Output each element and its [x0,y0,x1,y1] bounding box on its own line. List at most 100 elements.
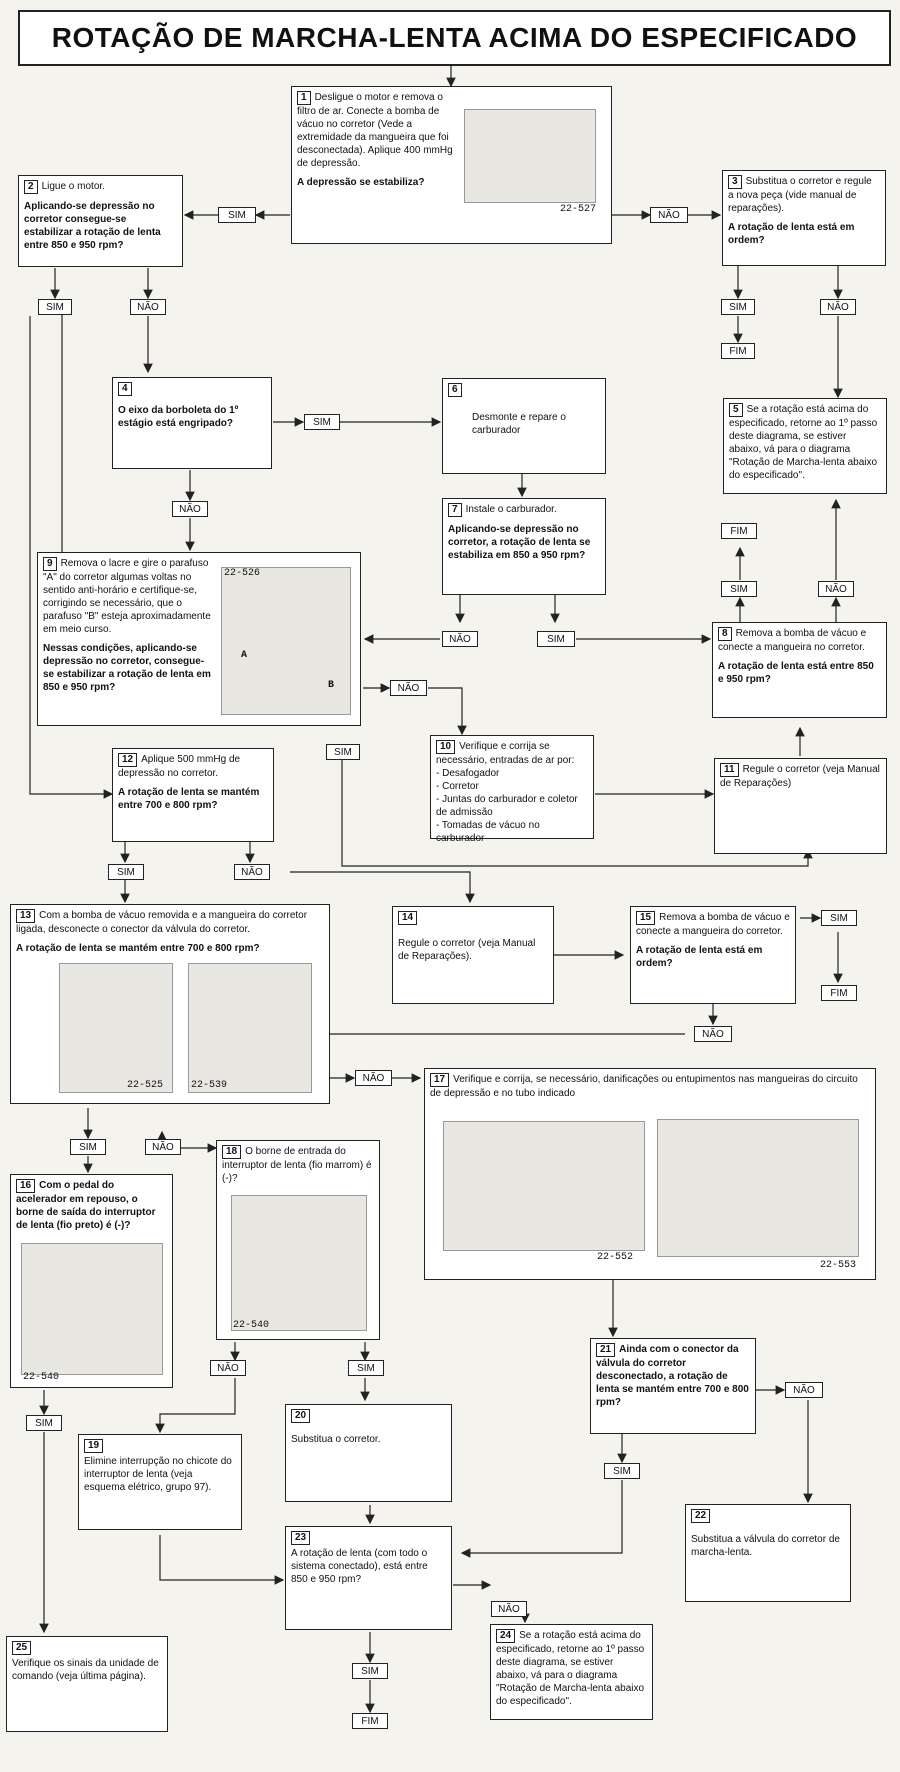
step-8-text: Remova a bomba de vácuo e conecte a mang… [718,628,867,653]
figure-code: 22-540 [23,1372,60,1383]
list-item: - Juntas do carburador e coletor de admi… [436,794,578,818]
step-14-text: Regule o corretor (veja Manual de Repara… [398,938,536,962]
step-number: 13 [16,909,36,923]
step-14-box: 14 Regule o corretor (veja Manual de Rep… [392,906,554,1004]
step-8-question: A rotação de lenta está entre 850 e 950 … [718,661,874,685]
figure-code: 22-525 [127,1080,164,1091]
step-5-text: Se a rotação está acima do especificado,… [729,404,878,481]
step-16-question: Com o pedal do acelerador em repouso, o … [16,1180,156,1231]
step-15-question: A rotação de lenta está em ordem? [636,945,763,969]
no-tag: NÃO [694,1026,732,1042]
step-number: 3 [728,175,742,189]
yes-tag: SIM [108,864,144,880]
step-20-box: 20 Substitua o corretor. [285,1404,452,1502]
no-tag: NÃO [145,1139,181,1155]
step-number: 1 [297,91,311,105]
list-item: - Corretor [436,781,479,792]
yes-tag: SIM [70,1139,106,1155]
yes-tag: SIM [38,299,72,315]
no-tag: NÃO [820,299,856,315]
valve-connector-illustration [188,963,312,1093]
page-title: ROTAÇÃO DE MARCHA-LENTA ACIMA DO ESPECIF… [18,10,891,66]
step-number: 20 [291,1409,311,1423]
no-tag: NÃO [390,680,427,696]
figure-code: 22-552 [597,1252,634,1263]
step-number: 17 [430,1073,450,1087]
yes-tag: SIM [304,414,340,430]
step-4-box: 4 O eixo da borboleta do 1º estágio está… [112,377,272,469]
step-number: 2 [24,180,38,194]
screw-a-label: A [241,650,248,661]
step-24-text: Se a rotação está acima do especificado,… [496,1630,645,1707]
interrupter-illustration [231,1195,367,1331]
hose-illustration [59,963,173,1093]
yes-tag: SIM [26,1415,62,1431]
yes-tag: SIM [326,744,360,760]
step-13-question: A rotação de lenta se mantém entre 700 e… [16,943,260,954]
no-tag: NÃO [442,631,478,647]
no-tag: NÃO [491,1601,527,1617]
step-18-text: O borne de entrada do interruptor de len… [222,1146,372,1184]
list-item: - Tomadas de vácuo no carburador [436,820,540,844]
step-6-box: 6 Desmonte e repare o carburador [442,378,606,474]
step-number: 22 [691,1509,711,1523]
step-number: 6 [448,383,462,397]
no-tag: NÃO [355,1070,392,1086]
step-number: 8 [718,627,732,641]
yes-tag: SIM [537,631,575,647]
no-tag: NÃO [818,581,854,597]
step-7-text: Instale o carburador. [465,504,557,515]
step-6-text: Desmonte e repare o carburador [472,412,566,436]
no-tag: NÃO [130,299,166,315]
no-tag: NÃO [172,501,208,517]
step-number: 7 [448,503,462,517]
step-number: 15 [636,911,656,925]
step-12-question: A rotação de lenta se mantém entre 700 e… [118,787,260,811]
engine-illustration [464,109,596,203]
step-19-box: 19 Elimine interrupção no chicote do int… [78,1434,242,1530]
step-number: 4 [118,382,132,396]
screw-b-label: B [328,680,335,691]
figure-code: 22-539 [191,1080,228,1091]
step-12-text: Aplique 500 mmHg de depressão no correto… [118,754,241,779]
carburator-hoses-illustration [443,1121,645,1251]
end-tag: FIM [721,523,757,539]
step-21-question: Ainda com o conector da válvula do corre… [596,1344,749,1408]
step-number: 12 [118,753,138,767]
step-23-box: 23 A rotação de lenta (com todo o sistem… [285,1526,452,1630]
no-tag: NÃO [650,207,688,223]
end-tag: FIM [352,1713,388,1729]
yes-tag: SIM [604,1463,640,1479]
carburator-tube-illustration [657,1119,859,1257]
step-20-text: Substitua o corretor. [291,1434,381,1445]
step-23-text: A rotação de lenta (com todo o sistema c… [291,1548,428,1585]
no-tag: NÃO [785,1382,823,1398]
end-tag: FIM [821,985,857,1001]
yes-tag: SIM [348,1360,384,1376]
corrector-illustration [221,567,351,715]
step-number: 21 [596,1343,616,1357]
figure-code: 22-526 [224,568,261,579]
step-15-text: Remova a bomba de vácuo e conecte a mang… [636,912,790,937]
step-1-question: A depressão se estabiliza? [297,177,425,188]
step-number: 11 [720,763,739,777]
step-10-text: Verifique e corrija se necessário, entra… [436,741,575,766]
step-25-box: 25 Verifique os sinais da unidade de com… [6,1636,168,1732]
yes-tag: SIM [721,581,757,597]
step-22-text: Substitua a válvula do corretor de march… [691,1534,840,1558]
yes-tag: SIM [721,299,755,315]
